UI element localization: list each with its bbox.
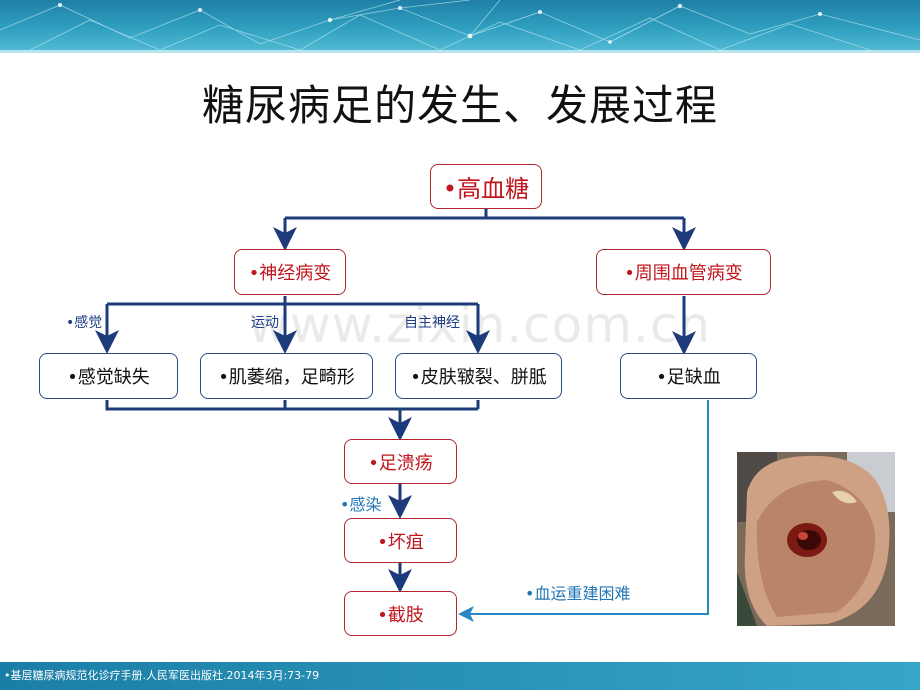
slide-title: 糖尿病足的发生、发展过程 <box>201 81 718 130</box>
label-revascularization-difficulty: •血运重建困难 <box>525 584 631 603</box>
node-gangrene: •坏疽 <box>344 518 457 563</box>
label-sensory: •感觉 <box>66 315 103 331</box>
node-skin-cracking: •皮肤皲裂、胼胝 <box>395 353 562 399</box>
node-high-glucose: •高血糖 <box>430 164 542 209</box>
footer-bar: •基层糖尿病规范化诊疗手册.人民军医出版社.2014年3月:73-79 <box>0 662 920 690</box>
label-infection: •感染 <box>340 495 382 514</box>
node-foot-ulcer: •足溃疡 <box>344 439 457 484</box>
node-peripheral-vascular-disease: •周围血管病变 <box>596 249 771 295</box>
foot-photo-illustration <box>737 452 895 626</box>
node-muscle-atrophy: •肌萎缩，足畸形 <box>200 353 373 399</box>
node-foot-ischemia: •足缺血 <box>620 353 757 399</box>
header-banner <box>0 0 920 50</box>
reference-citation: •基层糖尿病规范化诊疗手册.人民军医出版社.2014年3月:73-79 <box>4 669 320 682</box>
node-sensory-loss: •感觉缺失 <box>39 353 178 399</box>
network-pattern <box>0 0 920 50</box>
node-amputation: •截肢 <box>344 591 457 636</box>
banner-rule <box>0 50 920 53</box>
diabetic-foot-ulcer-photo <box>737 452 895 626</box>
node-neuropathy: •神经病变 <box>234 249 346 295</box>
connector-merge-bar <box>105 400 480 411</box>
label-autonomic: 自主神经 <box>404 315 460 331</box>
label-motor: 运动 <box>251 315 279 331</box>
arrow-ischemia-to-amputation <box>458 400 709 622</box>
